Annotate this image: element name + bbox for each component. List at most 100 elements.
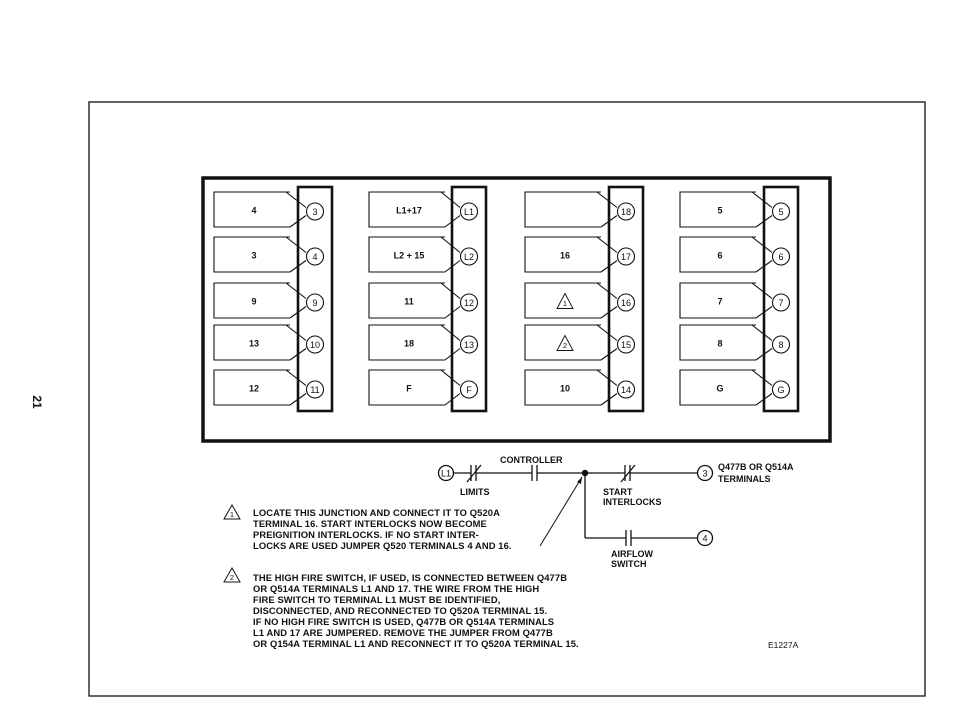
label-box — [368, 191, 461, 228]
terminal-row: 66 — [679, 236, 791, 273]
terminal-number: F — [466, 385, 472, 395]
terminal-number: 11 — [310, 385, 319, 395]
terminal-number: 8 — [778, 340, 783, 350]
note-1: 1 LOCATE THIS JUNCTION AND CONNECT IT TO… — [223, 503, 512, 551]
terminal-row: 34 — [213, 191, 325, 228]
terminal-row: FF — [368, 369, 479, 406]
terminal-number: 4 — [312, 252, 317, 262]
note-2-line: L1 AND 17 ARE JUMPERED. REMOVE THE JUMPE… — [253, 627, 553, 638]
terminal-l1-label: L1 — [441, 469, 451, 479]
terminal-panel — [201, 176, 832, 443]
terminal-number: 18 — [621, 207, 631, 217]
terminal-row: 77 — [679, 282, 791, 319]
terminal-screw — [459, 380, 479, 399]
terminal-label: 7 — [717, 297, 722, 307]
note-triangle-icon: 1 — [556, 292, 574, 309]
label-box — [679, 191, 773, 228]
terminal-screw — [459, 202, 479, 221]
label-box — [524, 324, 618, 361]
note-2-line: FIRE SWITCH TO TERMINAL L1 MUST BE IDENT… — [253, 594, 500, 605]
terminal-row: 99 — [213, 282, 325, 319]
label-box — [213, 236, 307, 273]
terminal-row: 43 — [213, 236, 325, 273]
note-2-line: OR Q154A TERMINAL L1 AND RECONNECT IT TO… — [253, 638, 579, 649]
svg-text:2: 2 — [230, 573, 234, 582]
terminal-label: 13 — [249, 339, 259, 349]
controller-label: CONTROLLER — [500, 455, 563, 465]
note-1-line: TERMINAL 16. START INTERLOCKS NOW BECOME — [253, 518, 487, 529]
terminal-number: 10 — [310, 340, 320, 350]
terminal-label: L1+17 — [396, 206, 422, 216]
airflow-label: AIRFLOW — [611, 549, 653, 559]
note-2-line: THE HIGH FIRE SWITCH, IF USED, IS CONNEC… — [253, 572, 567, 583]
label-box — [213, 282, 307, 319]
terminal-label: 11 — [404, 297, 414, 307]
svg-text:1: 1 — [230, 510, 234, 519]
interlocks-label: INTERLOCKS — [603, 497, 662, 507]
terminal-screw — [305, 380, 325, 399]
terminal-row: L1 L1+17 — [368, 191, 479, 228]
terminal-screw — [305, 335, 325, 354]
terminal-bar — [762, 185, 800, 413]
note-1-triangle-icon: 1 — [223, 503, 241, 520]
terminal-label: 12 — [249, 384, 259, 394]
note-2-line: IF NO HIGH FIRE SWITCH IS USED, Q477B OR… — [253, 616, 554, 627]
terminal-screw — [771, 335, 791, 354]
terminal-screw — [305, 247, 325, 266]
note-triangle-icon: 2 — [556, 334, 574, 351]
terminal-label: 6 — [717, 251, 722, 261]
label-box — [213, 191, 307, 228]
terminal-screw — [459, 335, 479, 354]
terminal-label: 16 — [560, 251, 570, 261]
note-2-triangle-icon: 2 — [223, 566, 241, 583]
controller-contact — [531, 465, 538, 481]
terminal-bar — [607, 185, 645, 413]
terminal-screw — [616, 335, 636, 354]
terminal-number: L1 — [464, 207, 474, 217]
note-1-leader — [539, 476, 583, 547]
figure-id: E1227A — [768, 640, 799, 650]
note-1-line: LOCKS ARE USED JUMPER Q520 TERMINALS 4 A… — [253, 540, 512, 551]
label-box — [524, 191, 618, 228]
terminal-screw — [771, 247, 791, 266]
terminal-row: 11 12 — [213, 369, 325, 406]
terminal-row: 18 — [524, 191, 636, 228]
terminal-label: L2 + 15 — [394, 251, 425, 261]
label-box — [679, 369, 773, 406]
terminal-label: 10 — [560, 384, 570, 394]
terminal-screw — [771, 380, 791, 399]
limits-label: LIMITS — [460, 487, 490, 497]
label-box — [213, 324, 307, 361]
terminal-label: 4 — [251, 206, 256, 216]
label-box — [679, 236, 773, 273]
terminal-label: 5 — [717, 206, 722, 216]
terminal-number: 9 — [312, 298, 317, 308]
terminal-label: 3 — [251, 251, 256, 261]
figure-frame — [88, 101, 926, 697]
terminal-3-circle — [696, 464, 714, 482]
terminal-number: 15 — [621, 340, 631, 350]
label-box — [213, 369, 307, 406]
terminal-row: 88 — [679, 324, 791, 361]
note-2-line: DISCONNECTED, AND RECONNECTED TO Q520A T… — [253, 605, 547, 616]
terminal-number: 6 — [778, 252, 783, 262]
terminal-label: 2 — [563, 341, 567, 350]
start-label: START — [603, 487, 633, 497]
terminal-screw — [616, 380, 636, 399]
terminal-row: 15 2 — [524, 324, 636, 361]
label-box — [368, 324, 461, 361]
terminal-label: 8 — [717, 339, 722, 349]
terminal-number: 13 — [464, 340, 474, 350]
label-box — [524, 236, 618, 273]
note-1-line: PREIGNITION INTERLOCKS. IF NO START INTE… — [253, 529, 479, 540]
terminal-screw — [305, 293, 325, 312]
terminal-row: 161 — [524, 282, 636, 319]
